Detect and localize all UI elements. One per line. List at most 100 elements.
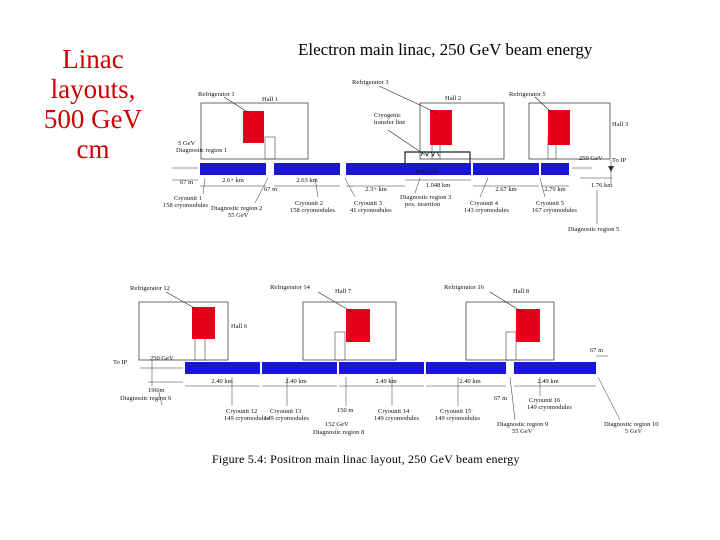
diagnostic-region-5-label: Diagnostic region 5 xyxy=(568,226,620,233)
positron-linac-segment-5 xyxy=(514,362,596,374)
refrigerator-14-block xyxy=(346,309,370,342)
cryounit-14-sub: 149 cryomodules xyxy=(374,415,419,422)
positron-length-4: 2.40 km xyxy=(459,378,481,385)
cryounit-15-label: Cryounit 15 xyxy=(440,408,472,415)
length-3-label: 2.3+ km xyxy=(365,186,387,193)
refrigerator-16-label: Refrigerator 16 xyxy=(444,284,484,291)
cryounit-16-label: Cryounit 16 xyxy=(529,397,561,404)
positron-length-3: 2.49 km xyxy=(375,378,397,385)
side-title-line-2: layouts, xyxy=(50,74,136,104)
cryounit-1-sub: 158 cryomodules xyxy=(163,202,208,209)
electron-linac-segment-5 xyxy=(473,163,539,175)
diagnostic-region-3-label: Diagnostic region 3 xyxy=(400,194,452,201)
electron-linac-segment-4 xyxy=(405,163,471,175)
positron-length-1: 2.40 km xyxy=(211,378,233,385)
cryounit-5-label: Cryounit 5 xyxy=(536,200,564,207)
diagnostic-region-10-sub: 5 GeV xyxy=(625,428,643,435)
positron-length-5: 2.49 km xyxy=(537,378,559,385)
diagnostic-region-8-label: Diagnostic region 8 xyxy=(313,429,365,436)
length-4-label: 2.67 km xyxy=(495,186,517,193)
electron-linac-segment-3 xyxy=(346,163,405,175)
electron-diagram-graphics xyxy=(172,85,614,224)
refrigerator-3-label: Refrigerator 3 xyxy=(352,79,389,86)
km-176-label: 1.76 km xyxy=(591,182,613,189)
diagnostic-region-10-label: Diagnostic region 10 xyxy=(604,421,659,428)
refrigerator-3-block xyxy=(430,110,452,145)
positron-m67-mid: 67 m xyxy=(494,395,508,402)
slide-title: Electron main linac, 250 GeV beam energy xyxy=(298,40,593,59)
hall-8-label: Hall 8 xyxy=(513,288,530,295)
cryounit-13-sub: 149 cryomodules xyxy=(264,415,309,422)
side-title-line-1: Linac xyxy=(62,44,124,74)
to-ip-label: To IP xyxy=(612,157,627,164)
electron-linac-diagram: Refrigerator 1 Refrigerator 3 Refrigerat… xyxy=(0,0,720,260)
cryounit-5-sub: 167 cryomodules xyxy=(532,207,577,214)
cryogenic-transfer-label: Cryogenic transfer line xyxy=(374,112,406,126)
electron-linac-segment-6 xyxy=(541,163,569,175)
length-5-label: 2.70 km xyxy=(544,186,566,193)
hall-7-box xyxy=(302,301,397,361)
diagnostic-region-9-label: Diagnostic region 9 xyxy=(497,421,549,428)
hall-8-box xyxy=(465,301,555,361)
positron-to-ip-label: To IP xyxy=(113,359,128,366)
m150-label: 150 m xyxy=(337,407,354,414)
km-1048-label: 1.048 km xyxy=(425,182,451,189)
refrigerator-5-label: Refrigerator 5 xyxy=(509,91,546,98)
hall-2-box xyxy=(419,102,505,160)
m196-label: 196 m xyxy=(148,387,165,394)
positron-length-2: 2.40 km xyxy=(285,378,307,385)
electron-linac-segment-2 xyxy=(274,163,340,175)
cryounit-3-sub: 41 cryomodules xyxy=(350,207,392,214)
gev-152-label: 152 GeV xyxy=(325,421,349,428)
m67-left-label: 67 m xyxy=(180,179,194,186)
hall-2-label: Hall 2 xyxy=(445,95,462,102)
refrigerator-12-label: Refrigerator 12 xyxy=(130,285,170,292)
hall-3-label: Hall 3 xyxy=(612,121,629,128)
hall-7-label: Hall 7 xyxy=(335,288,352,295)
positron-diagram-graphics xyxy=(138,291,621,421)
refrigerator-12-block xyxy=(192,307,215,339)
cryounit-3-label: Cryounit 3 xyxy=(354,200,382,207)
diagnostic-region-2-label: Diagnostic region 2 xyxy=(211,205,263,212)
length-2-label: 2.63 km xyxy=(296,177,318,184)
hall-1-label: Hall 1 xyxy=(262,96,279,103)
diagnostic-region-3-sub: pos. insertion xyxy=(405,201,441,208)
cryounit-2-label: Cryounit 2 xyxy=(295,200,323,207)
cryounit-1-label: Cryounit 1 xyxy=(174,195,202,202)
refrigerator-1-block xyxy=(243,111,264,143)
hall-3-box xyxy=(528,102,611,160)
diagnostic-region-2-sub: 55 GeV xyxy=(228,212,249,219)
cryounit-4-label: Cryounit 4 xyxy=(470,200,498,207)
positron-linac-segment-1 xyxy=(185,362,260,374)
cryounit-12-sub: 149 cryomodules xyxy=(224,415,269,422)
gev-155-label: 155 GeV xyxy=(415,169,439,176)
refrigerator-16-block xyxy=(516,309,540,342)
positron-linac-segment-2 xyxy=(262,362,337,374)
cryounit-15-sub: 149 cryomodules xyxy=(435,415,480,422)
positron-linac-segment-4 xyxy=(426,362,506,374)
side-title: Linac layouts, 500 GeV cm xyxy=(38,44,148,164)
hall-6-label: Hall 6 xyxy=(231,323,248,330)
cryounit-12-label: Cryounit 12 xyxy=(226,408,258,415)
cryounit-13-label: Cryounit 13 xyxy=(270,408,302,415)
cryounit-4-sub: 143 cryomodules xyxy=(464,207,509,214)
figure-caption: Figure 5.4: Positron main linac layout, … xyxy=(212,452,520,466)
cryounit-16-sub: 149 cryomodules xyxy=(527,404,572,411)
positron-linac-diagram: Refrigerator 12 Refrigerator 14 Refriger… xyxy=(0,260,720,450)
length-1-label: 2.6+ km xyxy=(222,177,244,184)
side-title-line-3: 500 GeV xyxy=(43,104,143,134)
cryogenic-transfer-line xyxy=(404,151,471,165)
refrigerator-1-label: Refrigerator 1 xyxy=(198,91,235,98)
refrigerator-5-block xyxy=(548,110,570,145)
gev-5-label: 5 GeV xyxy=(178,140,196,147)
diagnostic-region-6-label: Diagnostic region 6 xyxy=(120,395,172,402)
diagnostic-region-1-label: Diagnostic region 1 xyxy=(176,147,228,154)
positron-linac-segment-3 xyxy=(339,362,424,374)
positron-m67-right: 67 m xyxy=(590,347,604,354)
gev-250-label: 250 GeV xyxy=(579,155,603,162)
diagnostic-region-9-sub: 55 GeV xyxy=(512,428,533,435)
refrigerator-14-label: Refrigerator 14 xyxy=(270,284,310,291)
m67-middle-label: 67 m xyxy=(264,186,278,193)
positron-gev-250-label: 250 GeV xyxy=(150,355,174,362)
side-title-line-4: cm xyxy=(76,134,110,164)
